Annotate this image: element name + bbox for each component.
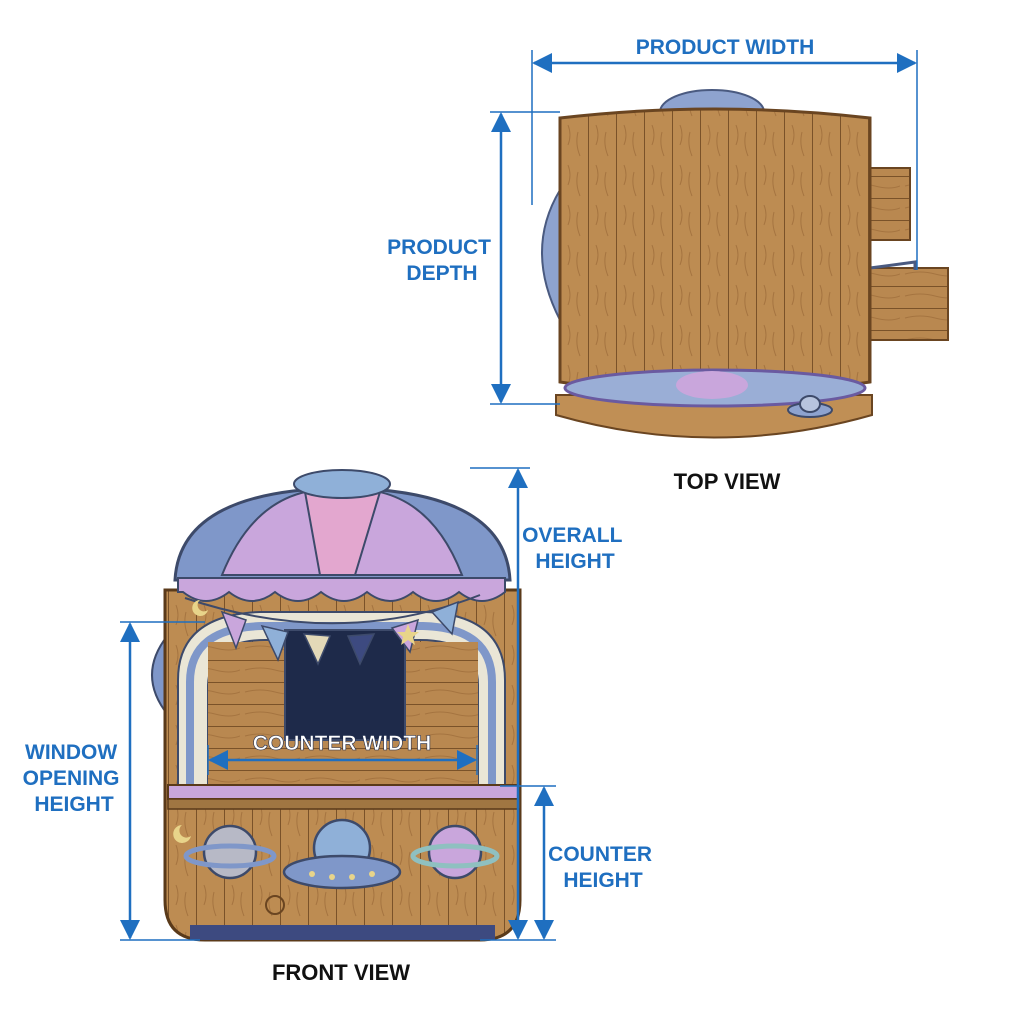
front-view-counter-top: [167, 784, 521, 800]
window-opening-height-label-line-2: OPENING: [23, 767, 120, 790]
counter-height-label-line-1: COUNTER: [548, 843, 652, 866]
window-opening-height-label: WINDOW OPENING HEIGHT: [23, 741, 126, 816]
product-width-label: PRODUCT WIDTH: [636, 36, 814, 59]
top-view-label: TOP VIEW: [674, 469, 781, 494]
window-opening-height-label-line-1: WINDOW: [25, 741, 117, 764]
product-depth-label-line-2: DEPTH: [406, 262, 477, 285]
counter-height-label: COUNTER HEIGHT: [548, 843, 658, 892]
counter-height-label-line-2: HEIGHT: [563, 869, 643, 892]
front-view-dark-window: [284, 629, 406, 741]
bunting-flags: [184, 594, 481, 666]
front-view-valance: [177, 577, 506, 602]
front-view-roof-cap: [293, 469, 391, 499]
top-view-side-dome: [541, 186, 561, 321]
front-view-counter-ledge: [167, 798, 521, 810]
spiral-icon: [265, 895, 285, 915]
planet-icon: [183, 824, 277, 880]
moon-icon-2: [173, 825, 191, 843]
planet-icon-2: [410, 824, 500, 880]
top-view-upper-shelf: [865, 167, 911, 241]
top-view-lower-shelf: [865, 267, 949, 341]
product-depth-label-line-1: PRODUCT: [387, 236, 491, 259]
front-view: COUNTER WIDTH OVERALL HEIGHT WINDOW OPEN…: [23, 467, 658, 985]
top-view-barrel: [558, 107, 872, 395]
overall-height-label-line-2: HEIGHT: [535, 550, 615, 573]
overall-height-label: OVERALL HEIGHT: [522, 524, 628, 573]
overall-height-label-line-1: OVERALL: [522, 524, 623, 547]
counter-width-label: COUNTER WIDTH: [253, 732, 431, 755]
front-view-base-strip: [190, 925, 495, 940]
moon-icon: [192, 600, 208, 616]
top-view-ufo-icon: [787, 395, 833, 418]
product-depth-label: PRODUCT DEPTH: [387, 236, 497, 285]
window-opening-height-label-line-3: HEIGHT: [34, 793, 114, 816]
ufo-icon: [282, 818, 402, 890]
top-view: PRODUCT WIDTH PRODUCT DEPTH TOP VIEW: [387, 36, 949, 494]
star-icon: [397, 624, 419, 645]
front-view-label: FRONT VIEW: [272, 960, 410, 985]
